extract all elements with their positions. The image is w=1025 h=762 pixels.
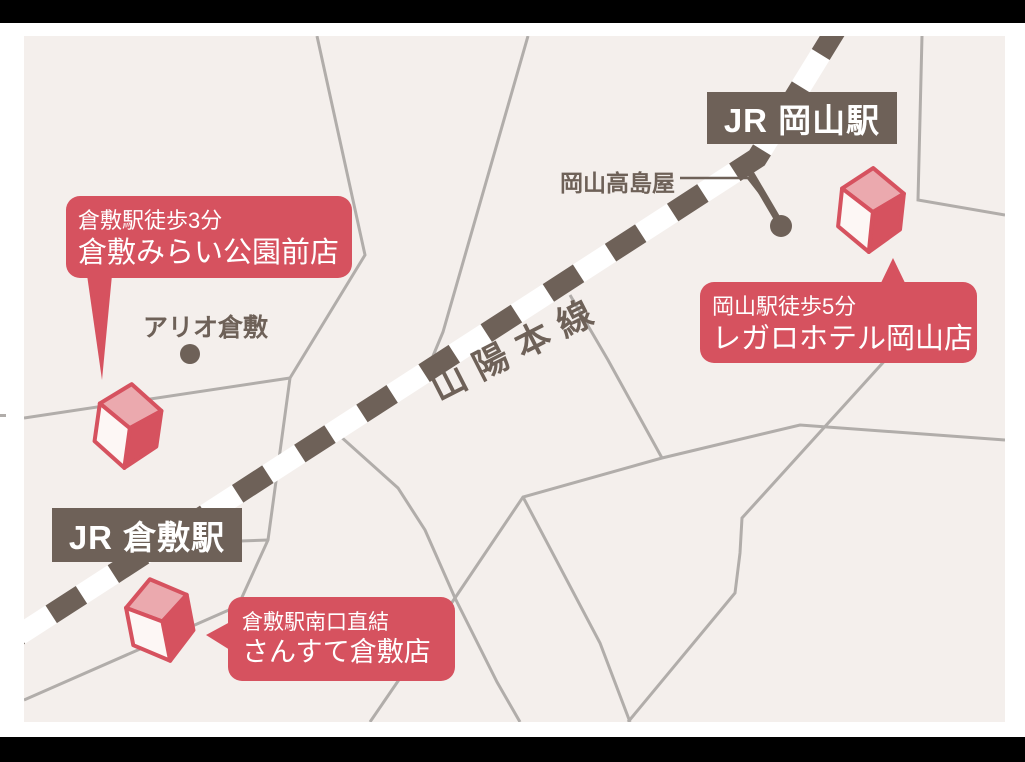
store-name-text: さんすて倉敷店 bbox=[242, 637, 431, 668]
store-callout-sunste-kurashiki: 倉敷駅南口直結 さんすて倉敷店 bbox=[228, 597, 455, 681]
store-callout-regalo-okayama: 岡山駅徒歩5分 レガロホテル岡山店 bbox=[700, 282, 977, 363]
map-canvas: 山陽本線 JR 岡山駅 JR 倉敷駅 岡山高島屋 アリオ倉敷 倉敷駅徒歩3分 倉… bbox=[24, 36, 1005, 722]
landmark-label-takashimaya: 岡山高島屋 bbox=[560, 170, 675, 196]
bottom-black-bar bbox=[0, 737, 1025, 762]
takashimaya-dot-icon bbox=[770, 215, 792, 237]
store-cube-icon-regalo-okayama bbox=[836, 166, 906, 254]
railway-line bbox=[24, 36, 845, 645]
store-cube-icon-sunste-kurashiki bbox=[124, 577, 196, 663]
store-cube-icon-kurashiki-mirai bbox=[92, 382, 164, 470]
station-label-kurashiki: JR 倉敷駅 bbox=[52, 508, 242, 562]
map-artwork bbox=[24, 36, 1005, 722]
landmark-label-ario: アリオ倉敷 bbox=[143, 314, 269, 342]
store-callout-kurashiki-mirai: 倉敷駅徒歩3分 倉敷みらい公園前店 bbox=[66, 196, 352, 278]
road-edge-tick bbox=[0, 414, 6, 417]
store-access-text: 倉敷駅南口直結 bbox=[242, 611, 389, 634]
callout-pointer-mirai bbox=[87, 275, 112, 380]
road-network bbox=[24, 36, 1005, 722]
store-name-text: 倉敷みらい公園前店 bbox=[78, 236, 340, 269]
store-access-text: 倉敷駅徒歩3分 bbox=[78, 208, 223, 233]
callout-pointer-regalo bbox=[879, 258, 907, 287]
callout-pointer-sunste bbox=[206, 622, 230, 650]
store-name-text: レガロホテル岡山店 bbox=[712, 322, 974, 355]
top-black-bar bbox=[0, 0, 1025, 23]
station-label-okayama: JR 岡山駅 bbox=[707, 92, 897, 144]
ario-kurashiki-dot-icon bbox=[180, 344, 200, 364]
store-access-text: 岡山駅徒歩5分 bbox=[712, 294, 857, 319]
